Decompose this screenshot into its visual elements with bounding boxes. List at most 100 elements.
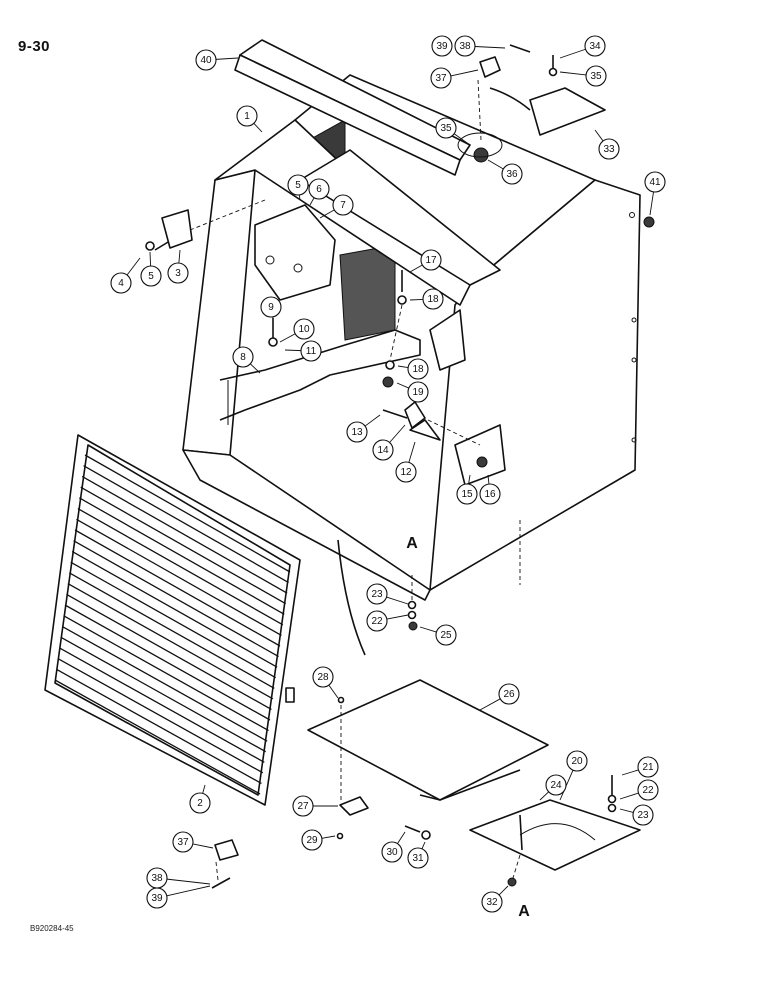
callout-circle: [456, 483, 478, 505]
leader-line: [364, 414, 381, 427]
callout-label: 26: [503, 689, 515, 700]
figure-code: B920284-45: [30, 924, 74, 933]
leader-line: [249, 363, 261, 374]
washer-23: [407, 600, 417, 610]
callout-circle: [172, 831, 194, 853]
section-arrow: [337, 539, 366, 656]
callout-23: 23: [366, 583, 409, 605]
callout-14: 14: [372, 424, 406, 461]
guide: [389, 304, 403, 361]
leader-line: [309, 197, 315, 206]
callout-circle: [637, 779, 659, 801]
leader-line: [386, 596, 409, 605]
bracket-27: [339, 796, 369, 816]
step-plate-cutout: [519, 823, 596, 841]
callout-circle: [260, 296, 282, 318]
bolt-24: [519, 814, 523, 851]
washer-35: [548, 67, 558, 77]
callout-11: 11: [284, 340, 322, 362]
callout-circle: [454, 35, 476, 57]
callout-circle: [167, 262, 189, 284]
section-marker-top: A: [406, 535, 418, 552]
callout-circle: [435, 624, 457, 646]
callout-circle: [644, 171, 666, 193]
leader-line: [253, 122, 263, 133]
callout-7: 7: [319, 194, 354, 219]
grille-slat: [64, 604, 271, 721]
callout-label: 10: [298, 324, 310, 335]
grille-slat: [80, 486, 287, 605]
callout-33: 33: [594, 129, 620, 160]
callout-circle: [366, 610, 388, 632]
leader-line: [468, 474, 471, 485]
callout-circle: [585, 65, 607, 87]
callout-18: 18: [409, 288, 444, 310]
callout-circle: [372, 439, 394, 461]
callout-37: 37: [172, 831, 214, 853]
top-bar-face: [234, 54, 461, 176]
callout-label: 1: [244, 111, 250, 122]
grille-slat: [56, 668, 262, 784]
callout-label: 21: [642, 762, 654, 773]
clip-14: [404, 401, 426, 429]
callout-label: 9: [268, 302, 274, 313]
callout-circle: [195, 49, 217, 71]
callout-21: 21: [621, 756, 659, 778]
callout-38: 38: [146, 867, 211, 889]
pin-38: [509, 44, 531, 53]
callout-40: 40: [195, 49, 239, 71]
callout-label: 41: [649, 177, 661, 188]
callout-label: 2: [197, 798, 203, 809]
fasteners: [145, 44, 617, 889]
panel-hole: [631, 357, 637, 363]
callout-label: 20: [571, 756, 583, 767]
callout-19: 19: [396, 381, 429, 403]
callout-label: 37: [177, 837, 189, 848]
access-cover: [529, 87, 606, 136]
callout-38: 38: [454, 35, 506, 57]
callout-label: 18: [427, 294, 439, 305]
grille-slat: [70, 561, 277, 679]
grille-slat: [74, 529, 281, 647]
callout-10: 10: [279, 318, 315, 343]
callout-label: 35: [590, 71, 602, 82]
leader-line: [319, 209, 335, 219]
callout-label: 5: [295, 180, 301, 191]
section-marker-bottom: A: [518, 903, 530, 920]
nut-32: [507, 877, 517, 887]
callout-circle: [501, 163, 523, 185]
callout-label: 16: [484, 489, 496, 500]
grille-slat: [57, 658, 264, 774]
callout-circle: [287, 174, 309, 196]
callout-13: 13: [346, 414, 381, 443]
leader-line: [215, 57, 239, 60]
opening-ring: [457, 132, 503, 158]
leader-line: [126, 257, 141, 276]
callout-label: 33: [603, 144, 615, 155]
grille-slat: [61, 625, 268, 742]
leader-line: [559, 48, 586, 59]
callout-label: 24: [550, 780, 562, 791]
callout-label: 23: [637, 810, 649, 821]
callout-label: 38: [151, 873, 163, 884]
bracket-hole: [293, 263, 303, 273]
callout-circle: [301, 829, 323, 851]
cover-opening: [473, 147, 489, 163]
grille-slat: [76, 518, 282, 636]
callout-label: 6: [316, 184, 322, 195]
callout-circle: [481, 891, 503, 913]
page-number: 9-30: [18, 38, 51, 55]
leader-line: [487, 159, 504, 170]
leader-line: [397, 365, 409, 368]
callout-circle: [479, 483, 501, 505]
leader-line: [166, 878, 211, 885]
washer-23b: [607, 803, 617, 813]
leader-line: [409, 264, 423, 273]
callout-circle: [420, 249, 442, 271]
bracket-hole: [265, 255, 275, 265]
callout-35: 35: [559, 65, 607, 87]
callout-label: 30: [386, 847, 398, 858]
callout-41: 41: [644, 171, 666, 216]
hinge-nut: [476, 456, 488, 468]
callout-12: 12: [395, 441, 417, 483]
